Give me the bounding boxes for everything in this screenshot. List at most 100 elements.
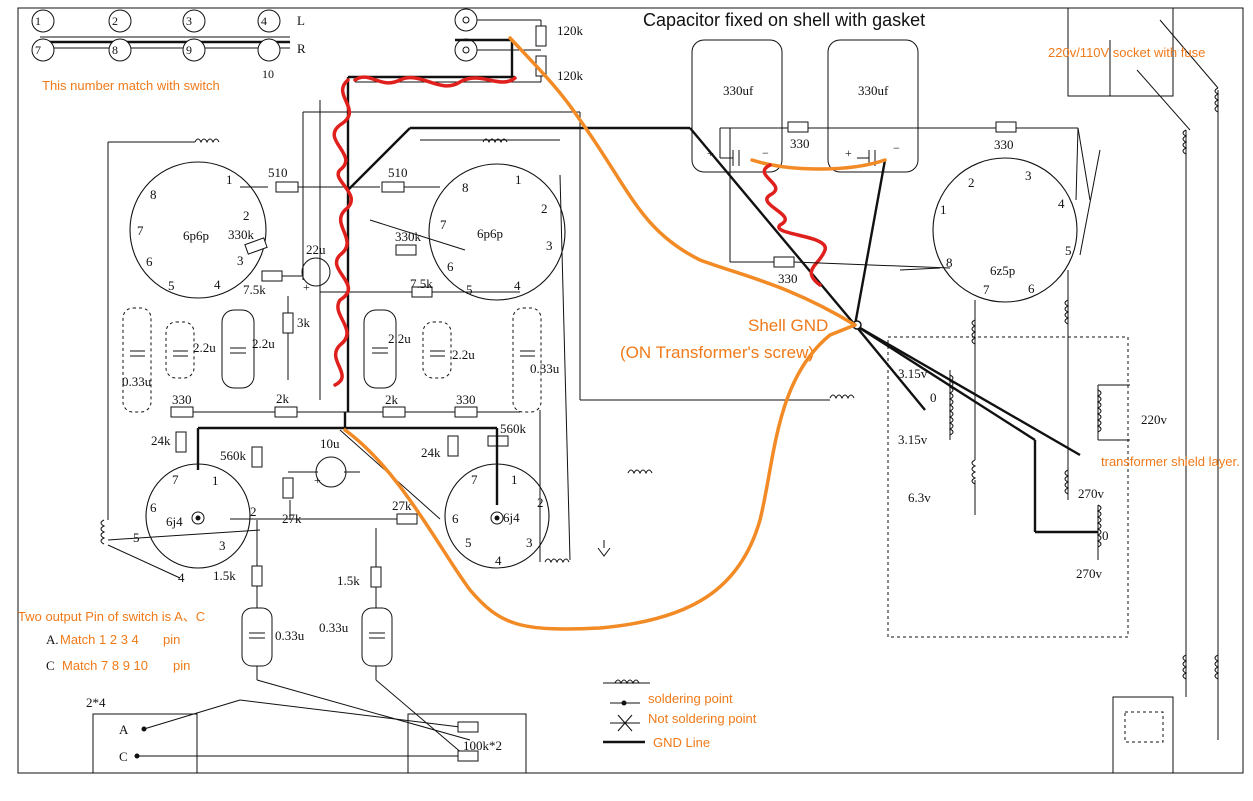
- misc-wires: 3 3 0: [107, 127, 1101, 579]
- svg-text:1: 1: [940, 202, 947, 217]
- label-0-33u-c: 0.33u: [275, 628, 305, 643]
- label-330-e: 330: [456, 392, 476, 407]
- switch-pin-2: 2: [112, 14, 118, 28]
- label-560k-b: 560k: [500, 421, 527, 436]
- legend-soldering: soldering point: [648, 691, 733, 706]
- output-pin-note: Two output Pin of switch is A、C: [18, 609, 205, 624]
- svg-text:1: 1: [515, 172, 522, 187]
- socket-label: 220v/110V socket with fuse: [1048, 45, 1205, 60]
- label-left-6p6p: 6p6p: [183, 228, 209, 243]
- coil-symbols: [100, 87, 1220, 680]
- diagram-border: [17, 7, 1244, 774]
- label-330-c: 330: [778, 271, 798, 286]
- label-330-d: 330: [172, 392, 192, 407]
- switch-pin-10: 10: [262, 67, 274, 81]
- svg-text:8: 8: [946, 255, 953, 270]
- label-3-15v-a: 3.15v: [898, 366, 928, 381]
- svg-text:6: 6: [1028, 281, 1035, 296]
- svg-text:7: 7: [440, 217, 447, 232]
- svg-text:4: 4: [178, 570, 185, 585]
- svg-text:3: 3: [219, 538, 226, 553]
- gnd-lines: [196, 77, 1081, 505]
- label-270v-b: 270v: [1076, 566, 1103, 581]
- coupling-capacitors: 0.33u 2.2u 2.2u 2.2u 2.2u 0.33u: [122, 307, 560, 413]
- svg-text:3: 3: [526, 535, 533, 550]
- label-2k-a: 2k: [276, 391, 290, 406]
- switch-pin-1: 1: [35, 14, 41, 28]
- label-0-33u-b: 0.33u: [530, 361, 560, 376]
- svg-text:3: 3: [546, 238, 553, 253]
- svg-text:5: 5: [168, 278, 175, 293]
- orange-wire-top: [508, 36, 857, 327]
- driver-section: 330 2k 2k 330 24k 24k 560k 560k 10u + 27…: [151, 391, 527, 526]
- svg-text:5: 5: [465, 535, 472, 550]
- label-rectifier: 6z5p: [990, 263, 1015, 278]
- right-driver-tube: 6j4 1 2 3 4 5 6 7 1.5k 0.33u: [319, 463, 550, 761]
- power-socket: 220v/110V socket with fuse: [1048, 7, 1219, 774]
- label-560k-a: 560k: [220, 448, 247, 463]
- svg-text:−: −: [762, 146, 769, 160]
- left-driver-tube: 6j4 1 2 3 4 5 6 7 1.5k 0.33u: [133, 463, 471, 741]
- label-7-5k-b: 7.5k: [410, 276, 433, 291]
- svg-text:3: 3: [1025, 168, 1032, 183]
- svg-text:5: 5: [466, 282, 473, 297]
- label-0-a: 0: [930, 390, 937, 405]
- label-510-a: 510: [268, 165, 288, 180]
- switch-pin-9: 9: [186, 43, 192, 57]
- label-27k-b: 27k: [392, 498, 412, 513]
- svg-text:5: 5: [1065, 243, 1072, 258]
- label-right-6p6p: 6p6p: [477, 226, 503, 241]
- label-22u: 22u: [306, 242, 326, 257]
- svg-text:5: 5: [133, 530, 140, 545]
- label-left-6j4: 6j4: [166, 514, 183, 529]
- label-1-5k-b: 1.5k: [337, 573, 360, 588]
- svg-text:1: 1: [212, 473, 219, 488]
- svg-text:+: +: [303, 280, 310, 294]
- label-510-b: 510: [388, 165, 408, 180]
- svg-text:7: 7: [983, 282, 990, 297]
- svg-text:8: 8: [462, 180, 469, 195]
- label-330k-a: 330k: [228, 227, 255, 242]
- label-selector-a: A: [119, 722, 129, 737]
- shield-label: transformer shield layer.: [1101, 454, 1240, 469]
- red-wire-top: [353, 75, 517, 88]
- svg-text:3: 3: [237, 253, 244, 268]
- svg-text:C: C: [46, 658, 55, 673]
- svg-text:pin: pin: [173, 658, 190, 673]
- label-0-33u-d: 0.33u: [319, 620, 349, 635]
- label-3-15v-b: 3.15v: [898, 432, 928, 447]
- label-0-33u-a: 0.33u: [122, 374, 152, 389]
- svg-text:1: 1: [511, 472, 518, 487]
- svg-text:7: 7: [137, 223, 144, 238]
- switch-number-note: This number match with switch: [42, 78, 220, 93]
- svg-text:6: 6: [447, 259, 454, 274]
- label-270v-a: 270v: [1078, 486, 1105, 501]
- svg-text:4: 4: [214, 277, 221, 292]
- right-power-tube: 6p6p 1 2 3 4 5 6 7 8: [428, 163, 566, 301]
- label-1-5k-a: 1.5k: [213, 568, 236, 583]
- switch-left-label: L: [297, 13, 305, 28]
- input-jacks: 120k 120k: [348, 8, 584, 83]
- legend-not-soldering: Not soldering point: [648, 711, 757, 726]
- diagram-title: Capacitor fixed on shell with gasket: [643, 10, 925, 30]
- switch-pin-3: 3: [186, 14, 192, 28]
- orange-wire-bottom: [343, 323, 857, 631]
- label-3k: 3k: [297, 315, 311, 330]
- selector-and-pot: 2*4 A C 100k*2: [86, 695, 527, 774]
- label-7-5k-a: 7.5k: [243, 282, 266, 297]
- switch-pin-8: 8: [112, 43, 118, 57]
- svg-text:+: +: [314, 473, 321, 487]
- legend-gnd-line: GND Line: [653, 735, 710, 750]
- svg-text:+: +: [845, 146, 852, 160]
- transformer: 3.15v 0 3.15v 6.3v 220v 270v 0 270v tran…: [887, 336, 1240, 638]
- label-2-2u-d: 2.2u: [452, 347, 475, 362]
- label-2-2u-a: 2.2u: [193, 340, 216, 355]
- rectifier-tube: 6z5p 2 1 3 4 5 6 7 8: [932, 127, 1079, 500]
- label-24k-a: 24k: [151, 433, 171, 448]
- label-2k-b: 2k: [385, 392, 399, 407]
- svg-text:6: 6: [146, 254, 153, 269]
- svg-text:1: 1: [226, 172, 233, 187]
- red-wire-mid: [762, 163, 827, 287]
- svg-text:6: 6: [150, 500, 157, 515]
